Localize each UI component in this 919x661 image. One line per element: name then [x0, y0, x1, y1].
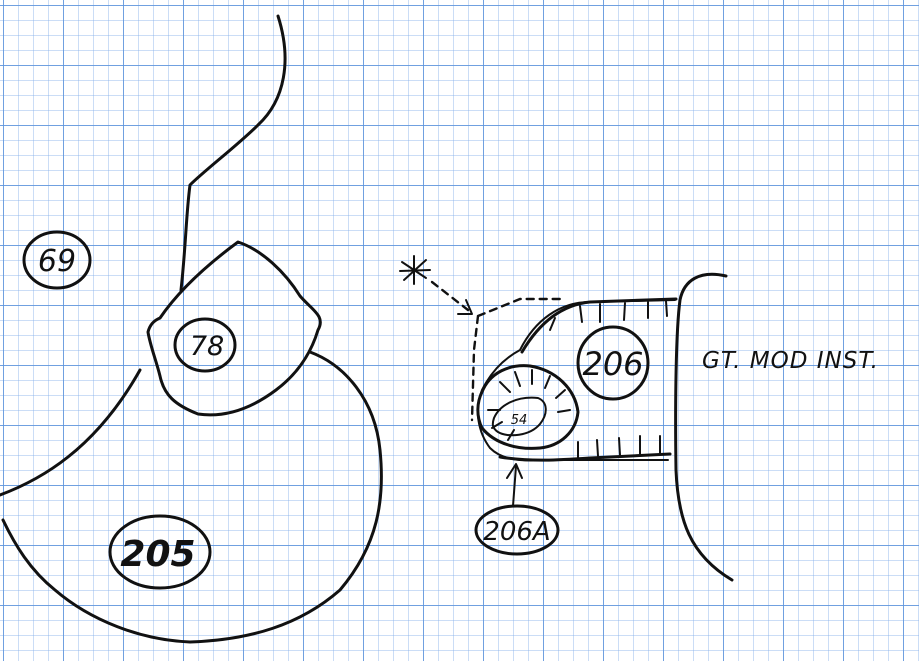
boundary-line-top [179, 14, 287, 292]
hatch-marks-206a [487, 369, 571, 441]
region-78-outline [146, 240, 322, 417]
asterisk-icon [399, 255, 431, 285]
hatch-marks-upper [549, 300, 668, 331]
circle-205 [108, 514, 212, 590]
label-78: 78 [190, 331, 224, 362]
label-54: 54 [511, 413, 528, 428]
label-205: 205 [120, 534, 195, 575]
arrow-206a-shaft [512, 465, 517, 507]
right-bracket [674, 272, 734, 582]
hatch-marks-lower [577, 435, 661, 459]
circle-78 [173, 317, 237, 373]
region-206-lower-edge [498, 452, 672, 462]
region-206-upper-edge [520, 297, 678, 354]
circle-69 [22, 230, 92, 290]
circle-206 [576, 325, 650, 401]
label-206a: 206A [483, 517, 550, 547]
asterisk-pointer-arrowhead [457, 299, 473, 315]
circle-206a [474, 504, 560, 556]
side-note: GT. MOD INST. [702, 348, 879, 374]
dashed-boundary [470, 297, 562, 422]
label-206: 206 [582, 345, 643, 383]
arrow-206a-head [506, 463, 523, 479]
region-205-outline [0, 350, 383, 644]
label-69: 69 [38, 244, 76, 279]
asterisk-pointer-line [430, 280, 470, 312]
region-206a-outline [476, 364, 580, 450]
region-54-outline [491, 396, 547, 437]
